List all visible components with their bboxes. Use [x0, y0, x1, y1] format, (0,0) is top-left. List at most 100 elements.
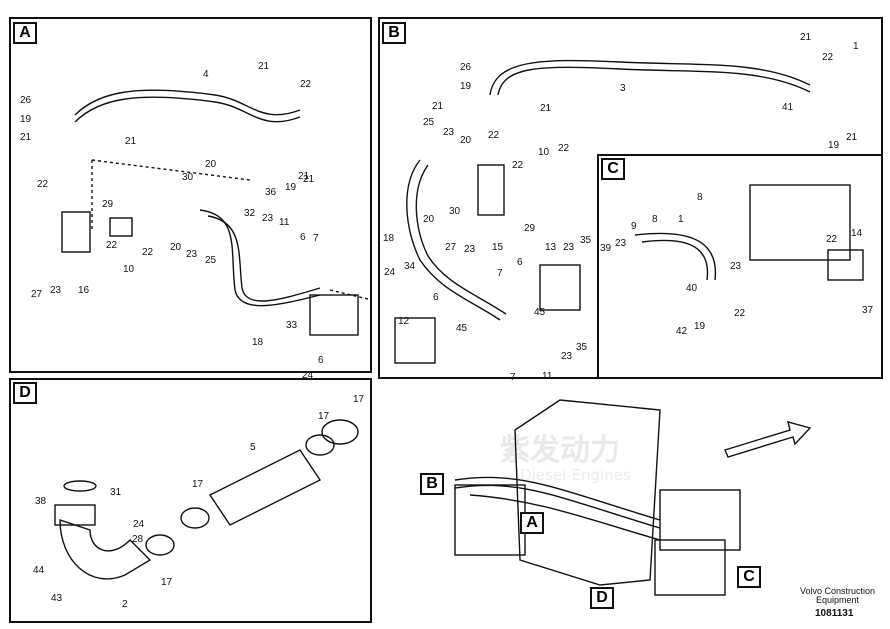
part-number-label: 20	[423, 214, 435, 225]
part-number-label: 6	[517, 257, 523, 268]
part-number-label: 11	[279, 217, 290, 228]
part-number-label: 24	[384, 267, 396, 278]
part-number-label: 45	[534, 307, 546, 318]
valve-block-16	[61, 211, 91, 253]
part-number-label: 43	[51, 593, 63, 604]
part-number-label: 22	[734, 308, 746, 319]
part-number-label: 22	[488, 130, 500, 141]
part-number-label: 20	[170, 242, 182, 253]
part-number-label: 23	[563, 242, 575, 253]
part-number-label: 28	[132, 534, 144, 545]
part-number-label: 22	[142, 247, 154, 258]
part-number-label: 23	[50, 285, 62, 296]
hose-3	[489, 59, 811, 96]
watermark-sub: Diesel-Engines	[520, 466, 631, 484]
overview-callout-a: A	[520, 512, 544, 534]
part-number-label: 31	[110, 487, 122, 498]
overview-callout-c: C	[737, 566, 761, 588]
hose-18-b	[406, 159, 501, 321]
part-number-label: 11	[542, 371, 553, 382]
part-number-label: 21	[298, 171, 310, 182]
panel-c-tag: C	[601, 158, 625, 180]
part-number-label: 18	[383, 233, 395, 244]
part-number-label: 44	[33, 565, 45, 576]
part-number-label: 1	[678, 214, 684, 225]
part-number-label: 35	[580, 235, 592, 246]
part-number-label: 22	[826, 234, 838, 245]
part-number-label: 22	[558, 143, 570, 154]
hose-4	[74, 89, 301, 116]
part-number-label: 19	[828, 140, 840, 151]
part-number-label: 17	[353, 394, 365, 405]
part-number-label: 30	[449, 206, 461, 217]
part-number-label: 36	[265, 187, 277, 198]
watermark-text: 紫发动力	[500, 433, 620, 468]
part-number-label: 21	[540, 103, 552, 114]
part-number-label: 10	[538, 147, 550, 158]
part-number-label: 13	[545, 242, 557, 253]
part-number-label: 23	[186, 249, 198, 260]
brand-line-2: Equipment	[815, 595, 860, 605]
part-number-label: 39	[600, 243, 612, 254]
part-number-label: 12	[398, 316, 410, 327]
part-number-label: 23	[464, 244, 476, 255]
part-number-label: 40	[686, 283, 698, 294]
part-number-label: 4	[203, 69, 209, 80]
part-number-label: 8	[697, 192, 703, 203]
part-number-label: 22	[37, 179, 49, 190]
part-number-label: 17	[161, 577, 173, 588]
part-number-label: 20	[205, 159, 217, 170]
part-number-label: 37	[862, 305, 874, 316]
part-number-label: 26	[20, 95, 32, 106]
part-number-label: 19	[694, 321, 706, 332]
part-number-label: 27	[31, 289, 43, 300]
part-number-label: 27	[445, 242, 457, 253]
part-number-label: 22	[106, 240, 118, 251]
part-number-label: 42	[676, 326, 688, 337]
part-number-label: 23	[730, 261, 742, 272]
part-number-label: 3	[620, 83, 626, 94]
part-number-label: 34	[404, 261, 416, 272]
part-number-label: 26	[460, 62, 472, 73]
part-number-label: 17	[318, 411, 330, 422]
part-number-label: 38	[35, 496, 47, 507]
part-number-label: 2	[122, 599, 128, 610]
part-number-label: 33	[286, 320, 298, 331]
part-number-label: 45	[456, 323, 468, 334]
panel-a-tag: A	[13, 22, 37, 44]
pipe-5	[208, 449, 322, 526]
part-number-label: 22	[300, 79, 312, 90]
part-number-label: 6	[300, 232, 306, 243]
part-number-label: 7	[313, 233, 319, 244]
part-number-label: 21	[432, 101, 444, 112]
part-number-label: 6	[433, 292, 439, 303]
part-number-label: 22	[512, 160, 524, 171]
part-number-label: 1	[853, 41, 859, 52]
part-number-label: 19	[20, 114, 32, 125]
part-number-label: 20	[460, 135, 472, 146]
part-number-label: 29	[102, 199, 114, 210]
part-number-label: 25	[423, 117, 435, 128]
part-number-label: 7	[497, 268, 503, 279]
part-number-label: 7	[510, 372, 516, 383]
part-number-label: 30	[182, 172, 194, 183]
part-number-label: 8	[652, 214, 658, 225]
part-number-label: 17	[192, 479, 204, 490]
overview-callout-b: B	[420, 473, 444, 495]
part-number-label: 19	[460, 81, 472, 92]
panel-a	[9, 17, 372, 373]
part-number-label: 41	[782, 102, 794, 113]
panel-c	[597, 154, 883, 379]
part-number-label: 23	[443, 127, 455, 138]
panel-d-tag: D	[13, 382, 37, 404]
brand-line-1: Volvo Construction	[799, 586, 876, 596]
part-number-label: 23	[615, 238, 627, 249]
doc-number: 1081131	[815, 608, 854, 619]
part-number-label: 21	[258, 61, 270, 72]
part-number-label: 21	[20, 132, 32, 143]
panel-d	[9, 378, 372, 623]
part-number-label: 10	[123, 264, 135, 275]
part-number-label: 19	[285, 182, 297, 193]
part-number-label: 29	[524, 223, 536, 234]
